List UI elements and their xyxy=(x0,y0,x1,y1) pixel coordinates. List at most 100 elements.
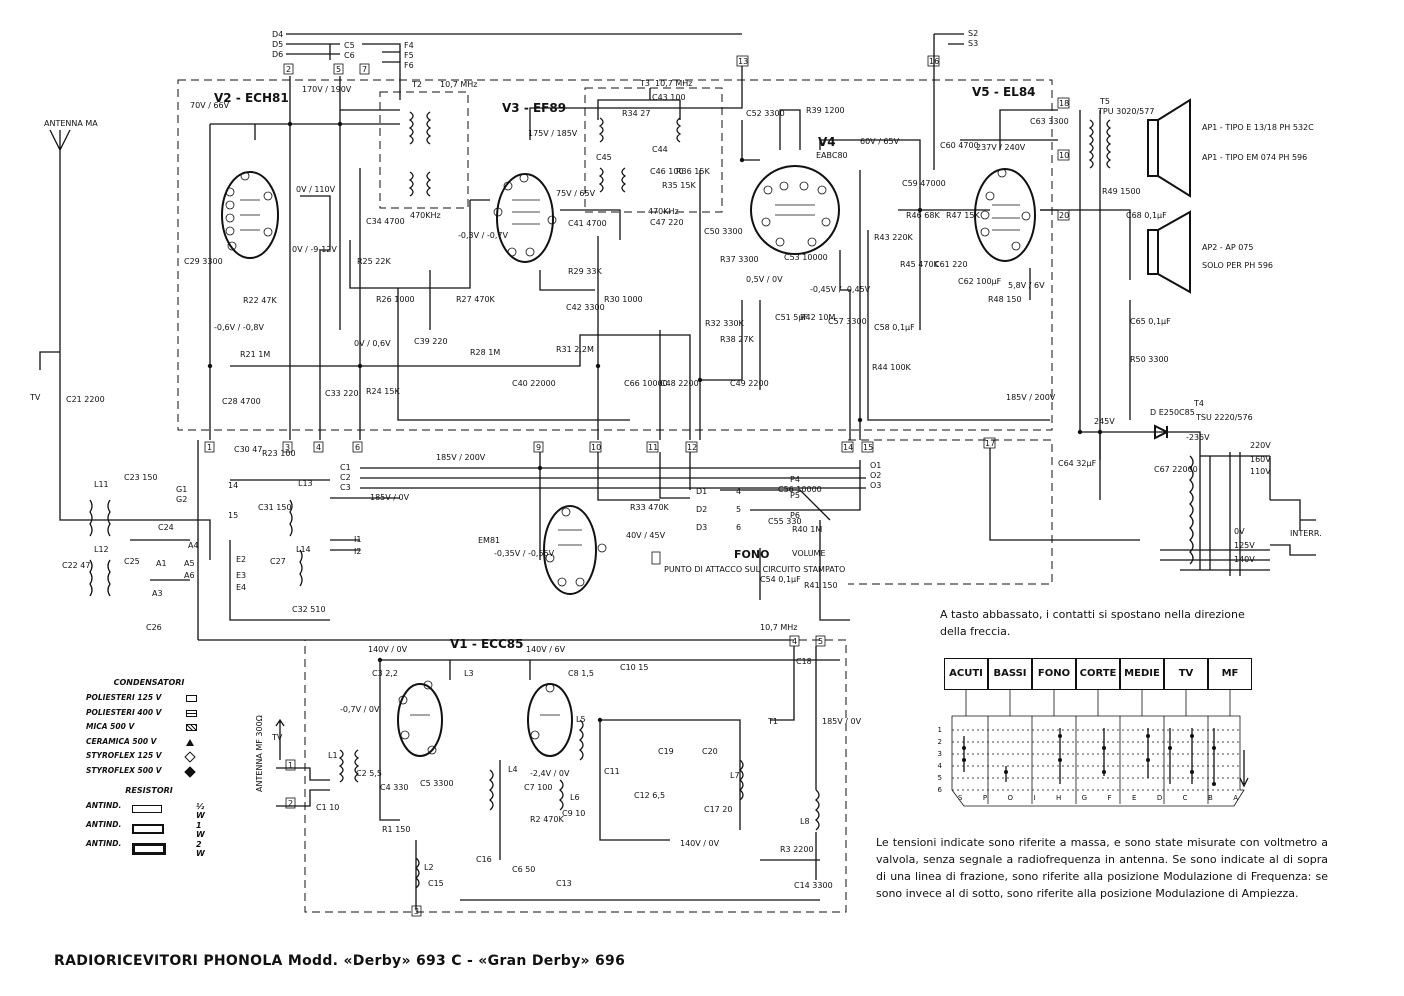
svg-text:C43 100: C43 100 xyxy=(652,93,686,102)
svg-text:L12: L12 xyxy=(94,545,109,554)
svg-text:P4: P4 xyxy=(790,475,800,484)
svg-text:V5 - EL84: V5 - EL84 xyxy=(972,85,1036,99)
svg-text:C17 20: C17 20 xyxy=(704,805,733,814)
svg-text:ANTENNA MA: ANTENNA MA xyxy=(44,119,98,128)
svg-text:L13: L13 xyxy=(298,479,313,488)
svg-text:V3 - EF89: V3 - EF89 xyxy=(502,101,566,115)
svg-text:C10 15: C10 15 xyxy=(620,663,649,672)
svg-text:C7 100: C7 100 xyxy=(524,783,553,792)
svg-text:E2: E2 xyxy=(236,555,246,564)
svg-text:237V / 240V: 237V / 240V xyxy=(976,143,1026,152)
svg-text:R37 3300: R37 3300 xyxy=(720,255,759,264)
if-transformers: T2 10,7 MHz T3 10,7 MHz 470KHz 470KHz xyxy=(408,79,692,220)
switch-note: A tasto abbassato, i contatti si spostan… xyxy=(940,608,1245,638)
svg-text:16: 16 xyxy=(929,57,939,66)
svg-text:C49 2200: C49 2200 xyxy=(730,379,769,388)
svg-text:I1: I1 xyxy=(354,535,361,544)
svg-text:C15: C15 xyxy=(428,879,444,888)
svg-text:R31 2,2M: R31 2,2M xyxy=(556,345,594,354)
svg-text:20: 20 xyxy=(1059,211,1069,220)
svg-text:R30 1000: R30 1000 xyxy=(604,295,643,304)
svg-text:O2: O2 xyxy=(870,471,881,480)
svg-text:R21 1M: R21 1M xyxy=(240,350,270,359)
svg-text:VOLUME: VOLUME xyxy=(792,549,826,558)
svg-text:470KHz: 470KHz xyxy=(648,207,679,216)
resistor-legend-title: RESISTORI xyxy=(125,786,173,795)
am-front-end: ANTENNA MA TV xyxy=(29,119,360,621)
voltage-note: Le tensioni indicate sono riferite a mas… xyxy=(876,836,1328,900)
svg-text:T1: T1 xyxy=(767,717,778,726)
tube-v3: V3 - EF89 xyxy=(493,101,566,263)
svg-text:C54 0,1μF: C54 0,1μF xyxy=(760,575,801,584)
svg-text:6: 6 xyxy=(355,443,360,452)
tube-v1: V1 - ECC85 xyxy=(397,637,573,757)
svg-text:70V / 66V: 70V / 66V xyxy=(190,101,230,110)
svg-text:C53 10000: C53 10000 xyxy=(784,253,828,262)
svg-text:C23 150: C23 150 xyxy=(124,473,158,482)
svg-text:D3: D3 xyxy=(696,523,707,532)
svg-text:C25: C25 xyxy=(124,557,140,566)
svg-text:C55 330: C55 330 xyxy=(768,517,802,526)
svg-text:C19: C19 xyxy=(658,747,674,756)
svg-text:EM81: EM81 xyxy=(478,536,500,545)
key-bassi[interactable]: BASSI xyxy=(988,658,1032,690)
svg-text:C32 510: C32 510 xyxy=(292,605,326,614)
voltage-labels: 70V / 66V 170V / 190V 0V / 110V 0V / -9-… xyxy=(190,85,1056,848)
legend-row-res-1w: ANTIND.1 W xyxy=(86,820,205,839)
svg-text:C33 220: C33 220 xyxy=(325,389,359,398)
svg-text:C64 32μF: C64 32μF xyxy=(1058,459,1097,468)
key-mf[interactable]: MF xyxy=(1208,658,1252,690)
svg-text:R49 1500: R49 1500 xyxy=(1102,187,1141,196)
key-medie[interactable]: MEDIE xyxy=(1120,658,1164,690)
mid-connectors: G1 G2 A4 A5 A6 A1 A3 I1 I2 E2 E3 E4 14 1… xyxy=(152,461,881,598)
svg-text:O3: O3 xyxy=(870,481,881,490)
svg-text:S2: S2 xyxy=(968,29,978,38)
svg-text:0V / -9-12V: 0V / -9-12V xyxy=(292,245,337,254)
svg-text:3: 3 xyxy=(414,907,419,916)
key-fono[interactable]: FONO xyxy=(1032,658,1076,690)
svg-text:C5 3300: C5 3300 xyxy=(420,779,454,788)
svg-text:R42 10M: R42 10M xyxy=(800,313,835,322)
key-tv[interactable]: TV xyxy=(1164,658,1208,690)
svg-text:4: 4 xyxy=(736,487,741,496)
svg-text:-0,45V / -0,45V: -0,45V / -0,45V xyxy=(810,285,871,294)
t3-shield xyxy=(584,87,723,213)
svg-text:R36 15K: R36 15K xyxy=(676,167,710,176)
svg-text:L6: L6 xyxy=(570,793,580,802)
mica-icon xyxy=(186,724,197,731)
svg-text:14: 14 xyxy=(228,481,238,490)
svg-text:L4: L4 xyxy=(508,765,518,774)
svg-text:15: 15 xyxy=(228,511,238,520)
svg-text:TV: TV xyxy=(271,733,283,742)
svg-text:140V / 0V: 140V / 0V xyxy=(680,839,720,848)
svg-text:C47 220: C47 220 xyxy=(650,218,684,227)
svg-text:140V: 140V xyxy=(1234,555,1255,564)
ceramic-icon xyxy=(186,738,194,746)
chassis-boundary xyxy=(177,79,1053,431)
svg-text:3: 3 xyxy=(285,443,290,452)
svg-text:ANTENNA MF 300Ω: ANTENNA MF 300Ω xyxy=(255,715,264,792)
svg-text:10: 10 xyxy=(1059,151,1069,160)
svg-text:C31 150: C31 150 xyxy=(258,503,292,512)
svg-text:D5: D5 xyxy=(272,40,283,49)
tube-v5: V5 - EL84 xyxy=(972,85,1036,262)
tube-em81: EM81 xyxy=(478,505,607,595)
svg-text:F5: F5 xyxy=(404,51,414,60)
key-acuti[interactable]: ACUTI xyxy=(944,658,988,690)
svg-text:60V / 65V: 60V / 65V xyxy=(860,137,900,146)
svg-text:C41 4700: C41 4700 xyxy=(568,219,607,228)
power-boundary xyxy=(848,439,1053,585)
svg-text:R47 15K: R47 15K xyxy=(946,211,980,220)
svg-text:C3 2,2: C3 2,2 xyxy=(372,669,398,678)
svg-text:TPU 3020/577: TPU 3020/577 xyxy=(1097,107,1154,116)
svg-text:C60 4700: C60 4700 xyxy=(940,141,979,150)
junction-dots xyxy=(207,121,1103,723)
svg-text:C62 100μF: C62 100μF xyxy=(958,277,1002,286)
svg-text:R26 1000: R26 1000 xyxy=(376,295,415,304)
legend-row-poly400: POLIESTERI 400 V xyxy=(86,708,212,723)
svg-text:C24: C24 xyxy=(158,523,174,532)
key-corte[interactable]: CORTE xyxy=(1076,658,1120,690)
legend-row-styroflex500: STYROFLEX 500 V xyxy=(86,766,212,781)
